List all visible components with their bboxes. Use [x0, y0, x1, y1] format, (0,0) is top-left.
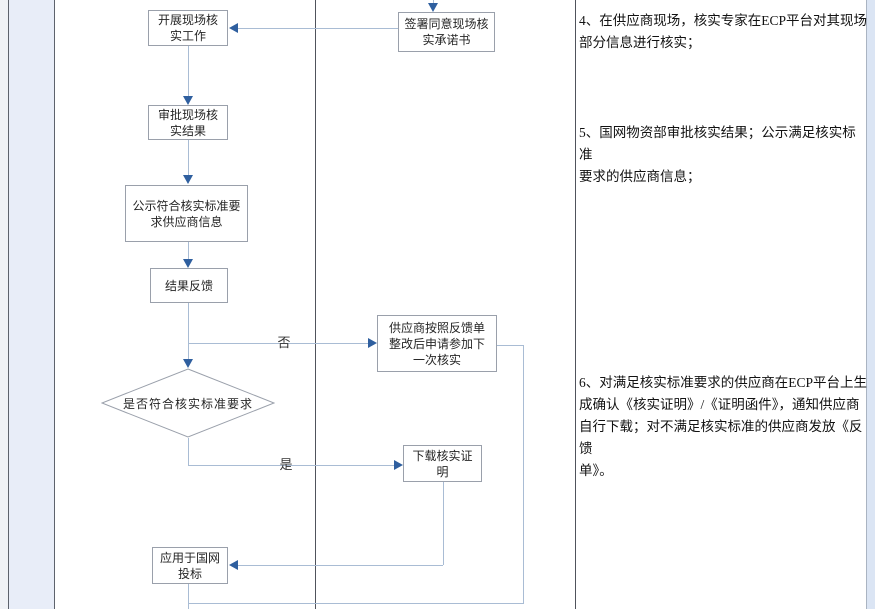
- arrow-down-icon: [183, 175, 193, 184]
- branch-label-no: 否: [277, 335, 291, 350]
- table-right-border: [866, 0, 867, 609]
- connector-segment: [188, 303, 189, 360]
- flow-node-sign-commitment: 签署同意现场核 实承诺书: [398, 12, 495, 52]
- decision-diamond-shape: [101, 368, 275, 438]
- arrow-left-icon: [229, 23, 238, 33]
- connector-segment: [188, 140, 189, 176]
- arrow-right-icon: [368, 338, 377, 348]
- note-item-4: 4、在供应商现场，核实专家在ECP平台对其现场 部分信息进行核实；: [579, 13, 868, 50]
- flow-node-carry-out: 开展现场核 实工作: [148, 10, 228, 46]
- page-right-margin: [867, 0, 875, 609]
- connector-segment: [188, 242, 189, 260]
- flow-node-apply-bidding: 应用于国网 投标: [152, 547, 228, 584]
- flow-node-decision: 是否符合核实标准要求: [122, 396, 253, 411]
- arrow-right-icon: [394, 460, 403, 470]
- connector-segment: [238, 28, 398, 29]
- arrow-left-icon: [229, 560, 238, 570]
- connector-segment: [188, 46, 189, 96]
- page-left-margin: [0, 0, 8, 609]
- arrow-down-icon: [183, 259, 193, 268]
- arrow-down-icon: [428, 3, 438, 12]
- branch-label-yes: 是: [279, 457, 293, 472]
- connector-segment: [188, 603, 524, 604]
- table-left-column: [8, 0, 55, 609]
- connector-segment: [433, 0, 434, 3]
- note-item-5: 5、国网物资部审批核实结果；公示满足核实标准 要求的供应商信息；: [579, 125, 856, 184]
- flow-node-rectify-reapply: 供应商按照反馈单 整改后申请参加下 一次核实: [377, 315, 497, 372]
- table-column-divider-mid: [315, 0, 316, 609]
- connector-segment: [497, 345, 524, 346]
- arrow-down-icon: [183, 96, 193, 105]
- connector-segment: [523, 345, 524, 604]
- flow-node-publicize-info: 公示符合核实标准要 求供应商信息: [125, 185, 248, 242]
- note-item-6: 6、对满足核实标准要求的供应商在ECP平台上生 成确认《核实证明》/《证明函件》…: [579, 375, 868, 478]
- table-column-divider-notes: [575, 0, 576, 609]
- arrow-down-icon: [183, 359, 193, 368]
- connector-segment: [238, 565, 443, 566]
- flow-node-download-certificate: 下载核实证 明: [403, 445, 482, 482]
- connector-segment: [188, 438, 189, 465]
- connector-segment: [188, 584, 189, 609]
- connector-segment: [188, 343, 368, 344]
- connector-segment: [443, 482, 444, 565]
- connector-segment: [188, 465, 394, 466]
- flow-node-result-feedback: 结果反馈: [150, 268, 228, 303]
- flow-node-approve-result: 审批现场核 实结果: [148, 105, 228, 140]
